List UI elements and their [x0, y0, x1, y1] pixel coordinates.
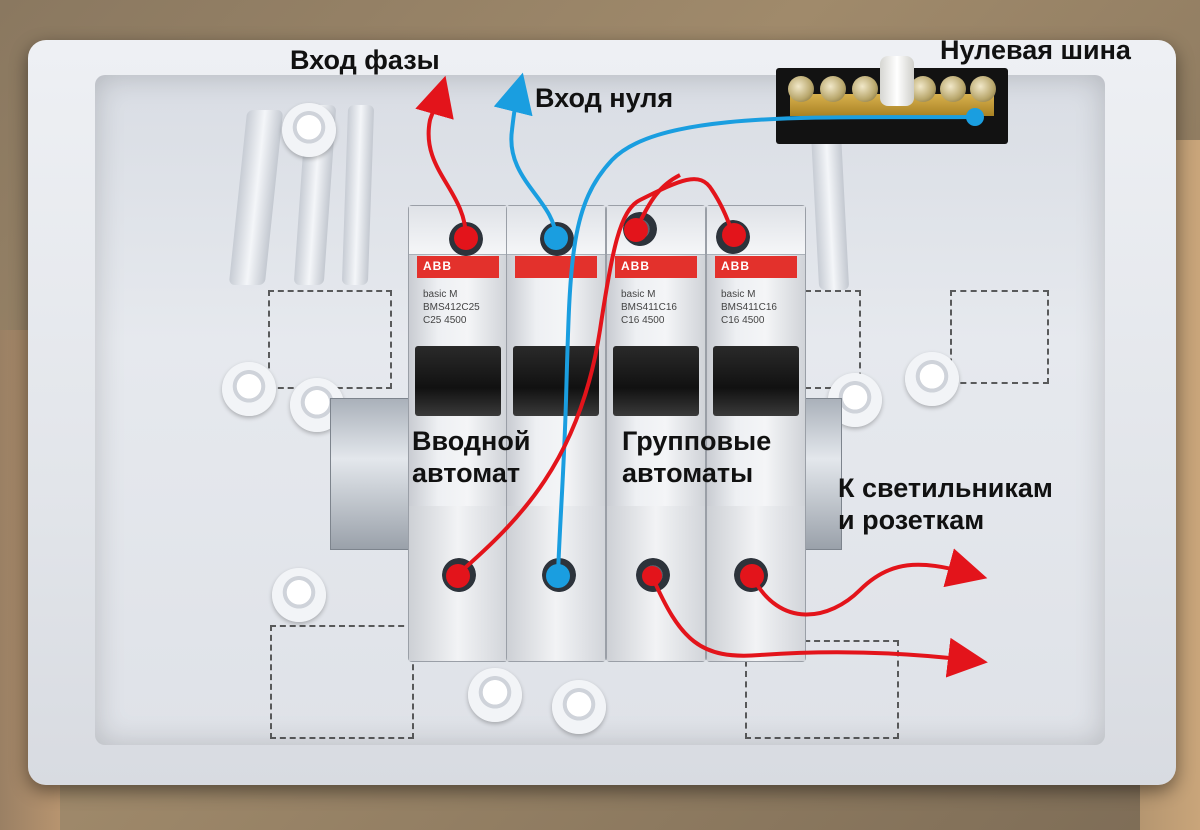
label-main-breaker-line2: автомат	[412, 458, 521, 488]
bus-insulator	[880, 56, 914, 106]
breaker-specs: basic M BMS411C16 C16 4500	[621, 289, 677, 326]
terminal-dot-icon	[546, 564, 570, 588]
mounting-post	[468, 668, 522, 722]
terminal-dot-icon	[966, 108, 984, 126]
terminal-dot-icon	[544, 226, 568, 250]
label-main-breaker-line1: Вводной	[412, 426, 531, 456]
breaker-handle[interactable]	[713, 346, 799, 416]
breaker-brand: ABB	[721, 259, 750, 273]
mounting-post	[282, 103, 336, 157]
mounting-post	[222, 362, 276, 416]
load-output-wire	[650, 575, 988, 678]
bus-screw	[788, 76, 814, 102]
breaker-handle[interactable]	[613, 346, 699, 416]
neutral-input-wire	[493, 72, 558, 239]
breaker-handle[interactable]	[513, 346, 599, 416]
bus-screw	[970, 76, 996, 102]
neutral-bus-wire	[556, 115, 976, 575]
terminal-dot-icon	[446, 564, 470, 588]
label-neutral-bus: Нулевая шина	[940, 35, 1131, 65]
knockout-outline	[950, 290, 1049, 384]
bus-screw	[820, 76, 846, 102]
label-to-loads-line2: и розеткам	[838, 505, 985, 535]
terminal-dot-icon	[624, 218, 648, 242]
label-neutral-input: Вход нуля	[535, 83, 674, 113]
terminal-dot-icon	[740, 564, 764, 588]
knockout-outline	[745, 640, 899, 739]
breaker-specs: basic M BMS412C25 C25 4500	[423, 289, 480, 326]
mounting-post	[905, 352, 959, 406]
breaker-brand: ABB	[423, 259, 452, 273]
bus-screw	[940, 76, 966, 102]
mounting-post	[272, 568, 326, 622]
bus-screw	[852, 76, 878, 102]
label-group-breakers: Групповые автоматы	[622, 425, 771, 489]
load-output-wire	[750, 548, 988, 617]
knockout-outline	[270, 625, 414, 739]
mounting-post	[552, 680, 606, 734]
terminal-dot-icon	[722, 223, 746, 247]
label-phase-input: Вход фазы	[290, 45, 440, 75]
label-to-loads: К светильникам и розеткам	[838, 472, 1053, 536]
phase-link-wire	[456, 177, 734, 576]
label-group-breakers-line2: автоматы	[622, 458, 754, 488]
breaker-handle[interactable]	[415, 346, 501, 416]
breaker-specs: basic M BMS411C16 C16 4500	[721, 289, 777, 326]
terminal-dot-icon	[454, 226, 478, 250]
phase-input-wire	[415, 75, 468, 239]
terminal-dot-icon	[642, 566, 662, 586]
label-main-breaker: Вводной автомат	[412, 425, 530, 489]
bus-screw	[910, 76, 936, 102]
label-group-breakers-line1: Групповые	[622, 426, 772, 456]
label-to-loads-line1: К светильникам	[838, 473, 1053, 503]
breaker-brand: ABB	[621, 259, 650, 273]
breaker-2[interactable]	[506, 205, 606, 662]
